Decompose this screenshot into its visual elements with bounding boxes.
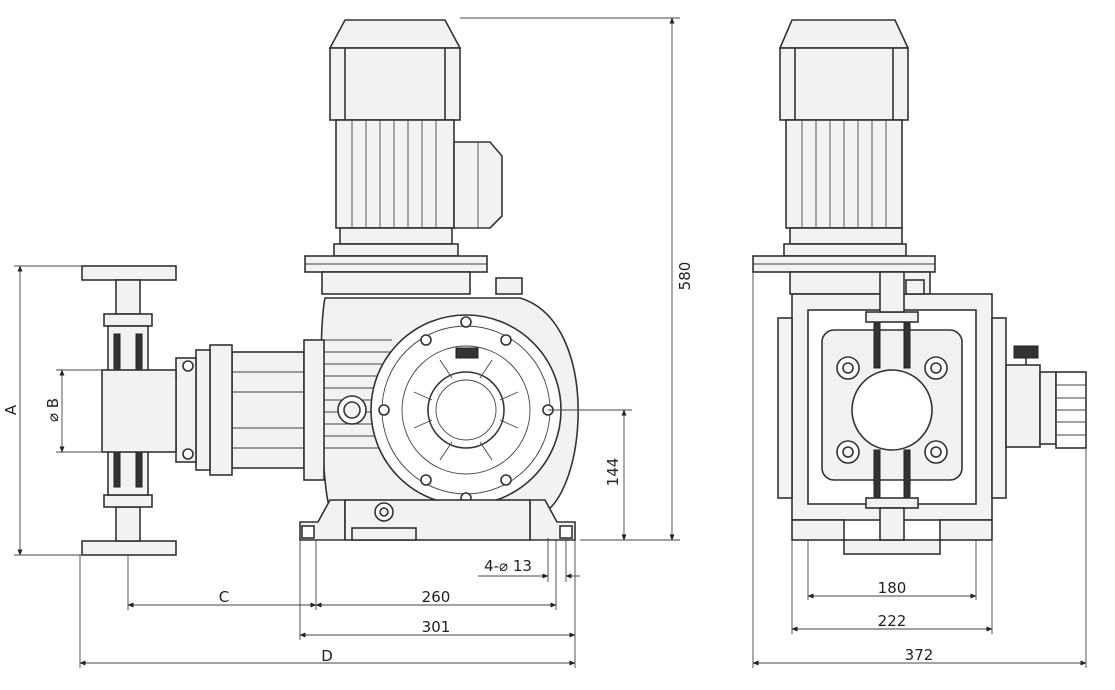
label-372: 372: [905, 646, 934, 664]
label-260: 260: [422, 588, 451, 606]
label-d: D: [321, 647, 333, 665]
label-c: C: [219, 588, 229, 606]
side-base: [791, 507, 993, 555]
side-gearbox: [777, 271, 1007, 521]
front-valve-stack: [81, 265, 177, 556]
side-stroke-adjuster: [1005, 345, 1087, 449]
label-b: ⌀ B: [44, 398, 62, 422]
front-pump-coupling: [175, 339, 325, 481]
dimension-lines: [14, 17, 1087, 668]
label-301: 301: [422, 618, 451, 636]
label-a: A: [2, 404, 20, 415]
label-4-holes-13: 4-⌀ 13: [484, 557, 532, 575]
label-180: 180: [878, 579, 907, 597]
label-580: 580: [676, 262, 694, 291]
dimension-labels: A ⌀ B C D 580 144 4-⌀ 13 260 301 180 222…: [2, 262, 933, 665]
front-base: [299, 499, 576, 541]
front-motor: [328, 19, 503, 257]
label-144: 144: [604, 458, 622, 487]
front-view: [81, 19, 579, 556]
side-view: [752, 19, 1087, 555]
front-gearbox: [320, 297, 579, 511]
label-222: 222: [878, 612, 907, 630]
front-breather: [495, 277, 523, 295]
side-motor: [778, 19, 910, 257]
